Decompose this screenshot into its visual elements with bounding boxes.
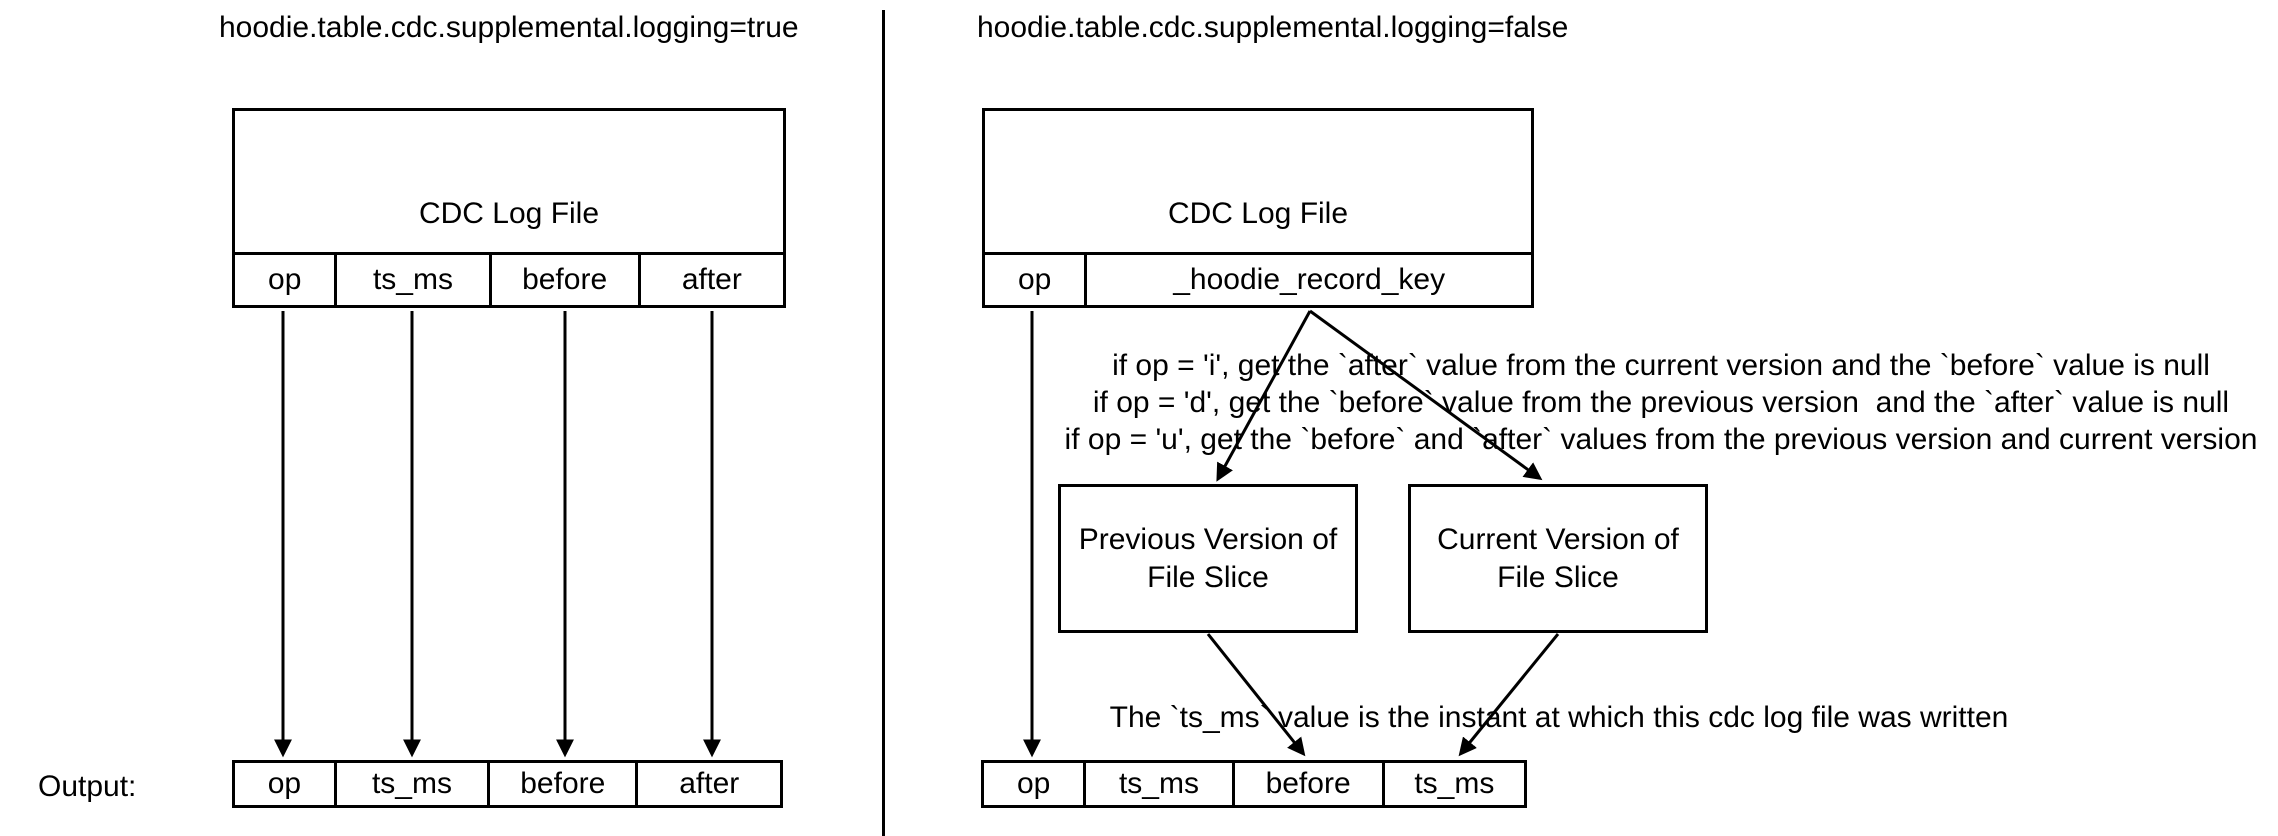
output-cell-before: before	[1231, 763, 1382, 805]
header-cell-after: after	[637, 255, 783, 305]
output-cell-after: after	[635, 763, 780, 805]
output-cell-op: op	[1017, 767, 1051, 800]
left-output-row: op ts_ms before after	[232, 760, 783, 808]
right-panel-title: hoodie.table.cdc.supplemental.logging=fa…	[977, 11, 1569, 44]
left-cdc-header-row: op ts_ms before after	[235, 252, 783, 305]
right-cdc-log-file-box: CDC Log File op _hoodie_record_key	[982, 108, 1534, 308]
left-cdc-log-file-title-area: CDC Log File	[235, 111, 783, 252]
output-cell-op: op	[267, 767, 302, 800]
output-label: Output:	[38, 770, 137, 803]
output-cell-before: before	[487, 763, 635, 805]
header-cell-op: op	[1017, 263, 1052, 296]
ts-ms-note: The `ts_ms` value is the instant at whic…	[1109, 701, 2009, 734]
output-cell-ts-ms: ts_ms	[333, 763, 487, 805]
output-cell-ts-ms-2: ts_ms	[1381, 763, 1524, 805]
right-cdc-header-row: op _hoodie_record_key	[985, 252, 1531, 305]
output-cell-ts-ms: ts_ms	[1083, 763, 1231, 805]
panel-divider	[882, 10, 885, 836]
left-panel-title: hoodie.table.cdc.supplemental.logging=tr…	[219, 11, 799, 44]
header-cell-before: before	[488, 255, 638, 305]
op-rule-insert: if op = 'i', get the `after` value from …	[1112, 349, 2210, 382]
left-cdc-log-file-title: CDC Log File	[418, 197, 600, 230]
header-cell-ts-ms: ts_ms	[334, 255, 488, 305]
op-rule-update: if op = 'u', get the `before` and `after…	[1064, 423, 2258, 456]
right-cdc-log-file-title: CDC Log File	[1167, 197, 1349, 230]
left-cdc-log-file-box: CDC Log File op ts_ms before after	[232, 108, 786, 308]
previous-version-file-slice-box: Previous Version of File Slice	[1058, 484, 1358, 633]
op-rules-text: if op = 'i', get the `after` value from …	[1030, 347, 2278, 458]
op-rule-delete: if op = 'd', get the `before` value from…	[1092, 386, 2230, 419]
right-cdc-log-file-title-area: CDC Log File	[985, 111, 1531, 252]
current-version-file-slice-box: Current Version of File Slice	[1408, 484, 1708, 633]
header-cell-op: op	[268, 263, 302, 296]
header-cell-hoodie-record-key: _hoodie_record_key	[1084, 255, 1531, 305]
right-output-row: op ts_ms before ts_ms	[981, 760, 1527, 808]
